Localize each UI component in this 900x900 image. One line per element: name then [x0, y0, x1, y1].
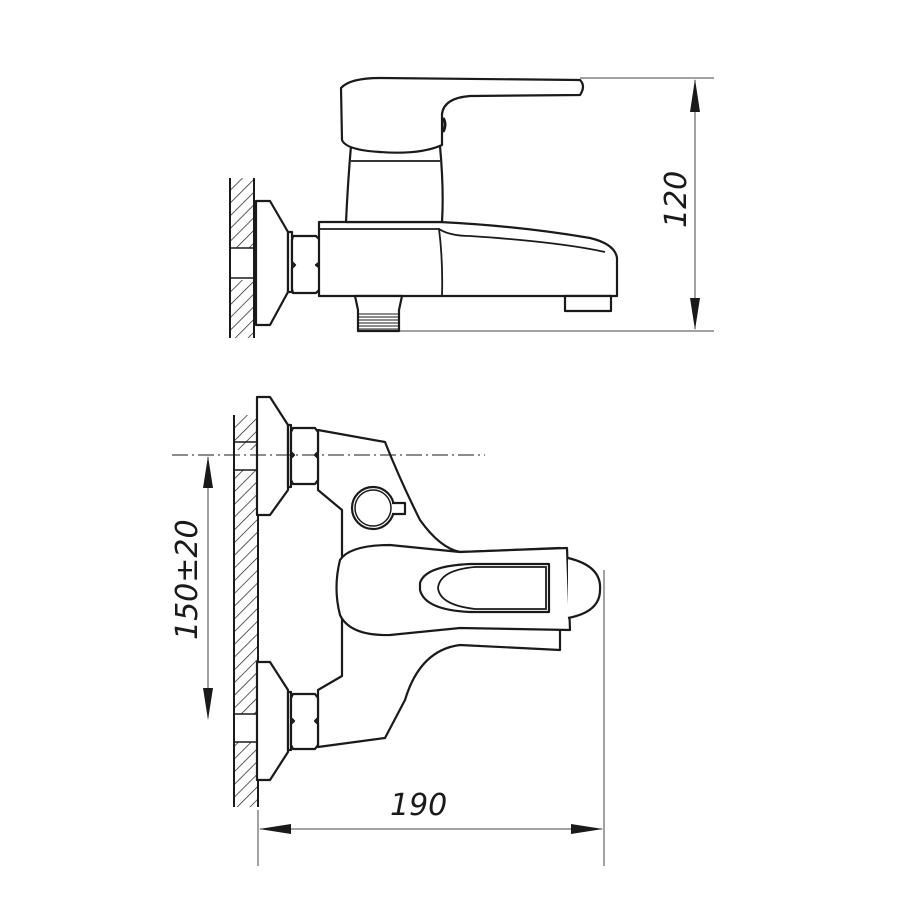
wall-flange — [254, 199, 290, 327]
mixer-body — [317, 220, 619, 298]
dimension-height-label: 120 — [659, 171, 694, 228]
dimension-depth-label: 190 — [390, 788, 447, 823]
lower-flange — [255, 660, 290, 782]
wall-section-bottom — [233, 415, 259, 807]
dimension-height: 120 — [400, 77, 714, 332]
diverter-knob — [350, 485, 396, 531]
wall-section-top — [229, 178, 255, 338]
spout-outlet — [563, 294, 613, 313]
dimension-center-distance: 150±20 — [170, 456, 213, 720]
side-view — [229, 76, 619, 338]
hex-nut — [290, 234, 322, 295]
upper-hex-nut — [289, 426, 320, 486]
top-view — [233, 395, 602, 807]
upper-flange — [255, 395, 290, 517]
cartridge-neck — [344, 144, 444, 224]
lever-handle — [339, 76, 585, 154]
dimension-depth: 190 — [257, 570, 605, 866]
dimension-center-distance-label: 150±20 — [170, 519, 205, 640]
lower-hex-nut — [289, 692, 320, 751]
